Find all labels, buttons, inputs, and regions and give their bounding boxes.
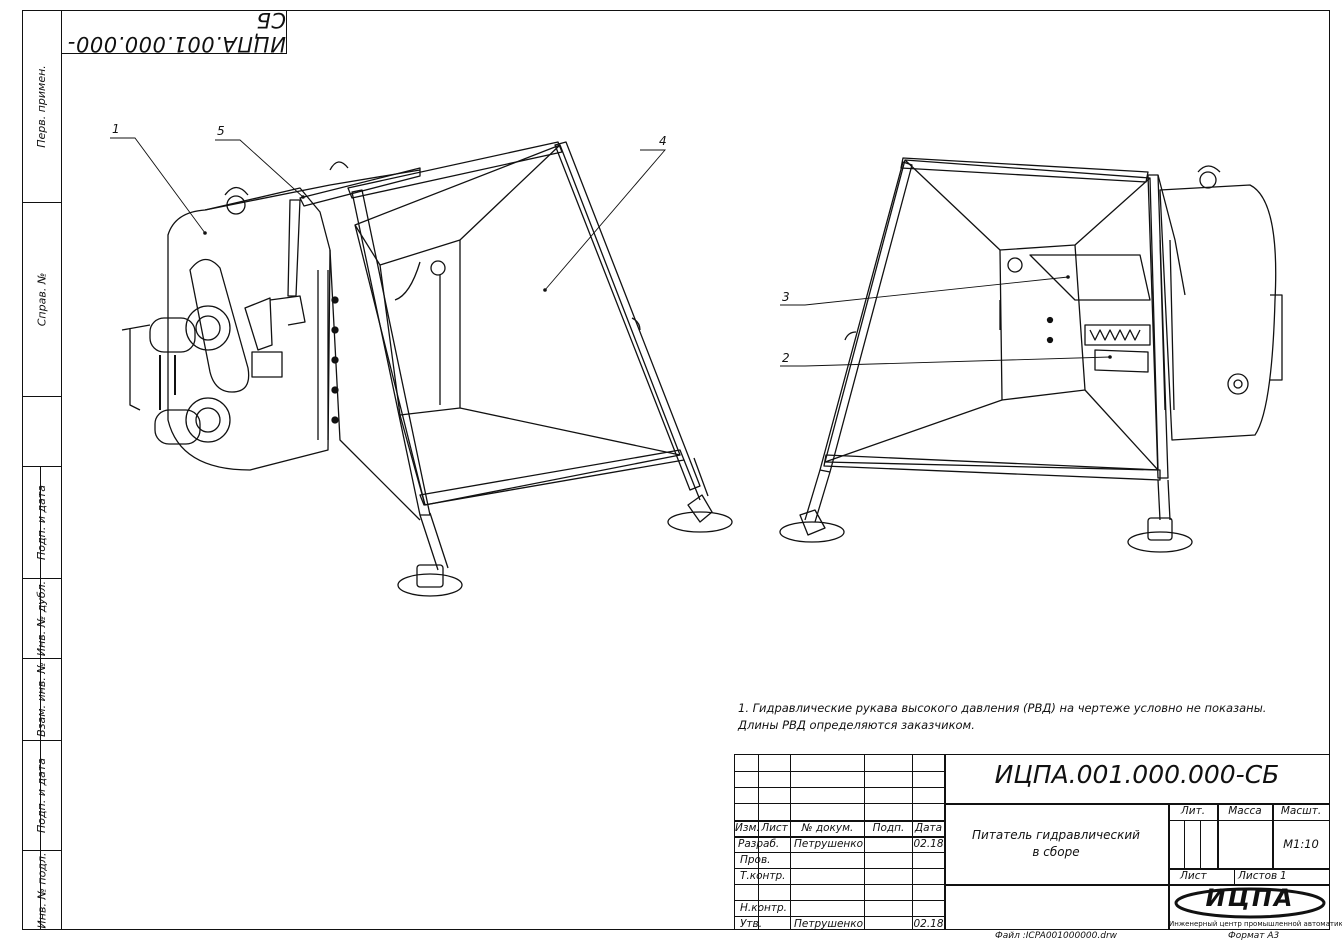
side-divider (22, 202, 61, 203)
callout-3: 3 (782, 290, 790, 304)
tb-line (1200, 820, 1201, 868)
tb-header-list: Лист (761, 822, 788, 834)
tb-line (1168, 820, 1330, 821)
tb-sheets-label: Листов (1238, 870, 1278, 882)
tb-mass-label: Масса (1228, 805, 1262, 817)
tb-header-sign: Подп. (872, 822, 905, 834)
tb-line (912, 754, 913, 930)
callout-2: 2 (782, 351, 790, 365)
tb-utv-label: Утв. (740, 918, 763, 930)
tb-line (734, 900, 944, 901)
tb-line (734, 803, 944, 804)
tb-line (1168, 803, 1170, 930)
side-divider (22, 396, 61, 397)
tb-utv-date: 02.18 (913, 918, 944, 930)
tb-scale-label: Масшт. (1280, 805, 1322, 817)
tb-line (1168, 884, 1330, 886)
tb-line (734, 771, 944, 772)
tb-razrab-date: 02.18 (913, 838, 944, 850)
tb-line (734, 916, 944, 917)
tb-razrab-label: Разраб. (738, 838, 780, 850)
right-view (779, 157, 1283, 553)
tb-sheets-value: 1 (1280, 870, 1287, 882)
tb-nkontr-label: Н.контр. (740, 902, 787, 914)
tb-line (734, 852, 944, 853)
tb-line (790, 754, 791, 930)
tb-line (944, 803, 1330, 805)
side-divider (22, 740, 61, 741)
tb-line (1184, 820, 1185, 868)
side-divider (22, 658, 61, 659)
tb-line (734, 836, 944, 838)
tb-line (944, 754, 946, 930)
tb-line (944, 884, 1168, 886)
tb-line (1217, 803, 1219, 868)
footer-format: Формат А3 (1228, 931, 1280, 941)
callout-4: 4 (659, 134, 667, 148)
tb-header-izm: Изм. (735, 822, 760, 834)
technical-note: 1. Гидравлические рукава высокого давлен… (738, 701, 1267, 732)
tb-line (1272, 803, 1274, 868)
tb-scale-value: M1:10 (1283, 837, 1319, 851)
callout-1: 1 (112, 122, 120, 136)
tb-line (864, 754, 865, 930)
footer-file: Файл :ICPA001000000.drw (995, 931, 1118, 941)
tb-line (734, 868, 944, 869)
side-divider (22, 578, 61, 579)
side-divider (22, 850, 61, 851)
top-designation-stamp: ИЦПА.001.000.000-СБ (61, 8, 287, 56)
tb-header-doc: № докум. (801, 822, 854, 834)
tb-line (1234, 868, 1235, 884)
tb-line (758, 754, 759, 930)
tb-logo-text: ИЦПА (1205, 884, 1295, 912)
tb-razrab-name: Петрушенко (794, 838, 864, 850)
tb-name-line1: Питатель гидравлический (972, 828, 1140, 842)
inner-frame (61, 10, 1330, 930)
tb-company: Инженерный центр промышленной автоматики (1169, 920, 1342, 928)
tb-line (734, 884, 944, 885)
tb-prov-label: Пров. (740, 854, 771, 866)
tb-designation: ИЦПА.001.000.000-СБ (994, 760, 1280, 789)
tb-sheet-label: Лист (1180, 870, 1207, 882)
tb-lit-label: Лит. (1180, 805, 1206, 817)
tb-line (1168, 868, 1330, 870)
drawing-frame (22, 10, 1330, 930)
tb-header-date: Дата (914, 822, 943, 834)
left-view (121, 141, 733, 597)
tb-utv-name: Петрушенко (794, 918, 864, 930)
tb-name-line2: в сборе (1032, 845, 1080, 859)
tb-line (734, 820, 944, 822)
tb-line (734, 787, 944, 788)
company-logo-icon (1174, 887, 1326, 919)
tb-tkontr-label: Т.контр. (740, 870, 786, 882)
side-divider (22, 466, 61, 467)
callout-5: 5 (217, 124, 225, 138)
side-vertical-divider (40, 466, 41, 930)
title-block (734, 754, 1330, 930)
